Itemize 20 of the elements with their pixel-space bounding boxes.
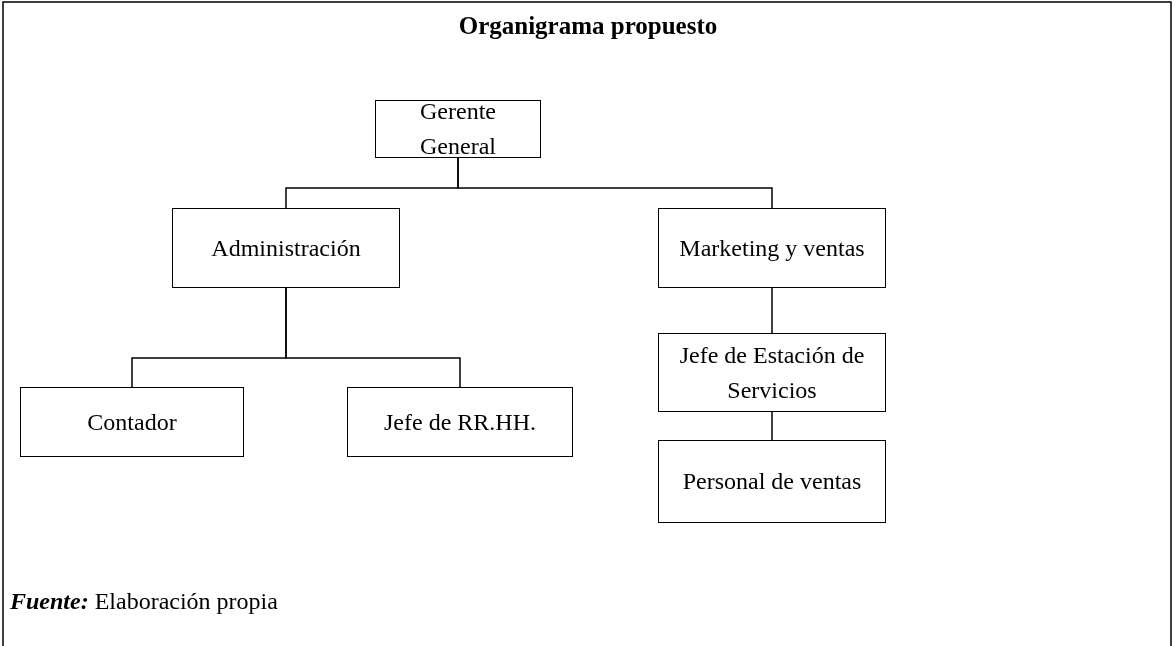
role-label: Jefe de Estación de Servicios xyxy=(678,340,866,405)
org-box xyxy=(172,208,400,288)
org-box xyxy=(347,387,573,457)
connector-line xyxy=(457,157,773,209)
connector-line xyxy=(771,411,773,441)
org-box xyxy=(375,100,541,158)
org-box xyxy=(658,208,886,288)
org-box xyxy=(658,440,886,523)
connector-line xyxy=(285,287,461,388)
org-box xyxy=(20,387,244,457)
role-label: Contador xyxy=(87,407,177,437)
connector-line xyxy=(771,287,773,334)
role-label: Administración xyxy=(211,233,361,263)
role-label: Gerente General xyxy=(419,97,497,161)
role-label: Jefe de RR.HH. xyxy=(384,407,536,437)
org-box xyxy=(658,333,886,412)
role-label: Personal de ventas xyxy=(682,467,862,497)
role-label: Marketing y ventas xyxy=(679,233,865,263)
diagram-title: Organigrama propuesto xyxy=(457,12,719,40)
source-caption: Fuente: Elaboración propia xyxy=(10,588,278,615)
